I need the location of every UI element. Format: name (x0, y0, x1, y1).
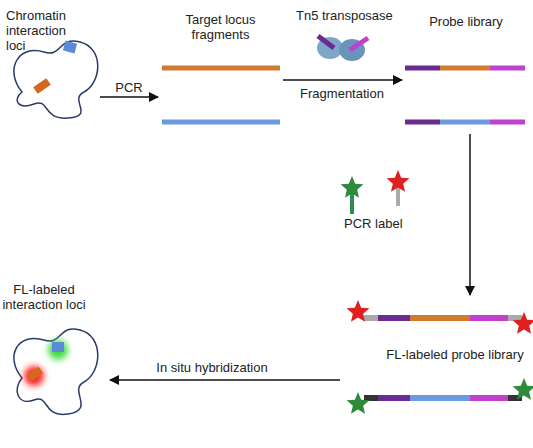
chromatin-loop (14, 329, 98, 414)
blue-locus (52, 342, 64, 352)
tn5-enzyme (317, 37, 343, 59)
stage-heading: FL-labeled interaction loci (2, 282, 86, 312)
stage-node: Probe library (402, 4, 530, 134)
process-arrow (100, 96, 158, 98)
stage-heading: Target locus fragments (158, 12, 283, 42)
red-fluorophore (347, 300, 370, 322)
adapter-purple (318, 36, 334, 48)
red-signal (24, 366, 44, 386)
probe-purple (378, 395, 410, 401)
enzyme-label: Tn5 transposase (296, 8, 393, 23)
probe-purple (405, 120, 440, 125)
stage-node: FL-labeled probe library (340, 295, 530, 425)
blue-fragment (162, 120, 280, 125)
stage-heading: FL-labeled probe library (380, 347, 530, 362)
process-arrow (110, 379, 340, 381)
probe-magenta (470, 395, 508, 401)
stage-node: Target locus fragments (158, 4, 283, 134)
red-locus (27, 367, 43, 382)
process-arrow (469, 134, 471, 295)
primer-stem (396, 186, 400, 206)
orange-locus (33, 78, 51, 94)
probe-blue (410, 395, 470, 401)
green-fluorophore (347, 392, 370, 414)
probe-magenta (490, 66, 525, 71)
probe-orange (440, 66, 490, 71)
blue-locus (63, 41, 77, 54)
step-label: PCR label (344, 216, 403, 231)
process-arrow (283, 79, 402, 81)
probe-magenta (470, 315, 508, 321)
adapter-magenta (350, 38, 368, 50)
step-label: Fragmentation (300, 86, 384, 101)
green-fluorophore (513, 378, 533, 400)
red-fluorophore (387, 170, 410, 192)
red-fluorophore (513, 312, 533, 334)
stage-node: FL-labeled interaction loci (2, 278, 110, 443)
probe-blue (440, 120, 490, 125)
green-signal (48, 340, 68, 360)
probe-purple (378, 315, 410, 321)
green-fluorophore (341, 176, 364, 198)
primer-stem (350, 192, 354, 214)
stage-heading: Probe library (402, 14, 530, 29)
chromatin-loop (14, 41, 98, 118)
stage-heading: Chromatin interaction loci (6, 8, 84, 53)
probe-orange (410, 315, 470, 321)
probe-cap (364, 315, 378, 321)
step-label: PCR (115, 80, 142, 95)
stage-node: Chromatin interaction loci (2, 4, 100, 129)
step-label: In situ hybridization (156, 360, 267, 375)
probe-purple (405, 66, 440, 71)
probe-magenta (490, 120, 525, 125)
orange-fragment (162, 66, 280, 71)
